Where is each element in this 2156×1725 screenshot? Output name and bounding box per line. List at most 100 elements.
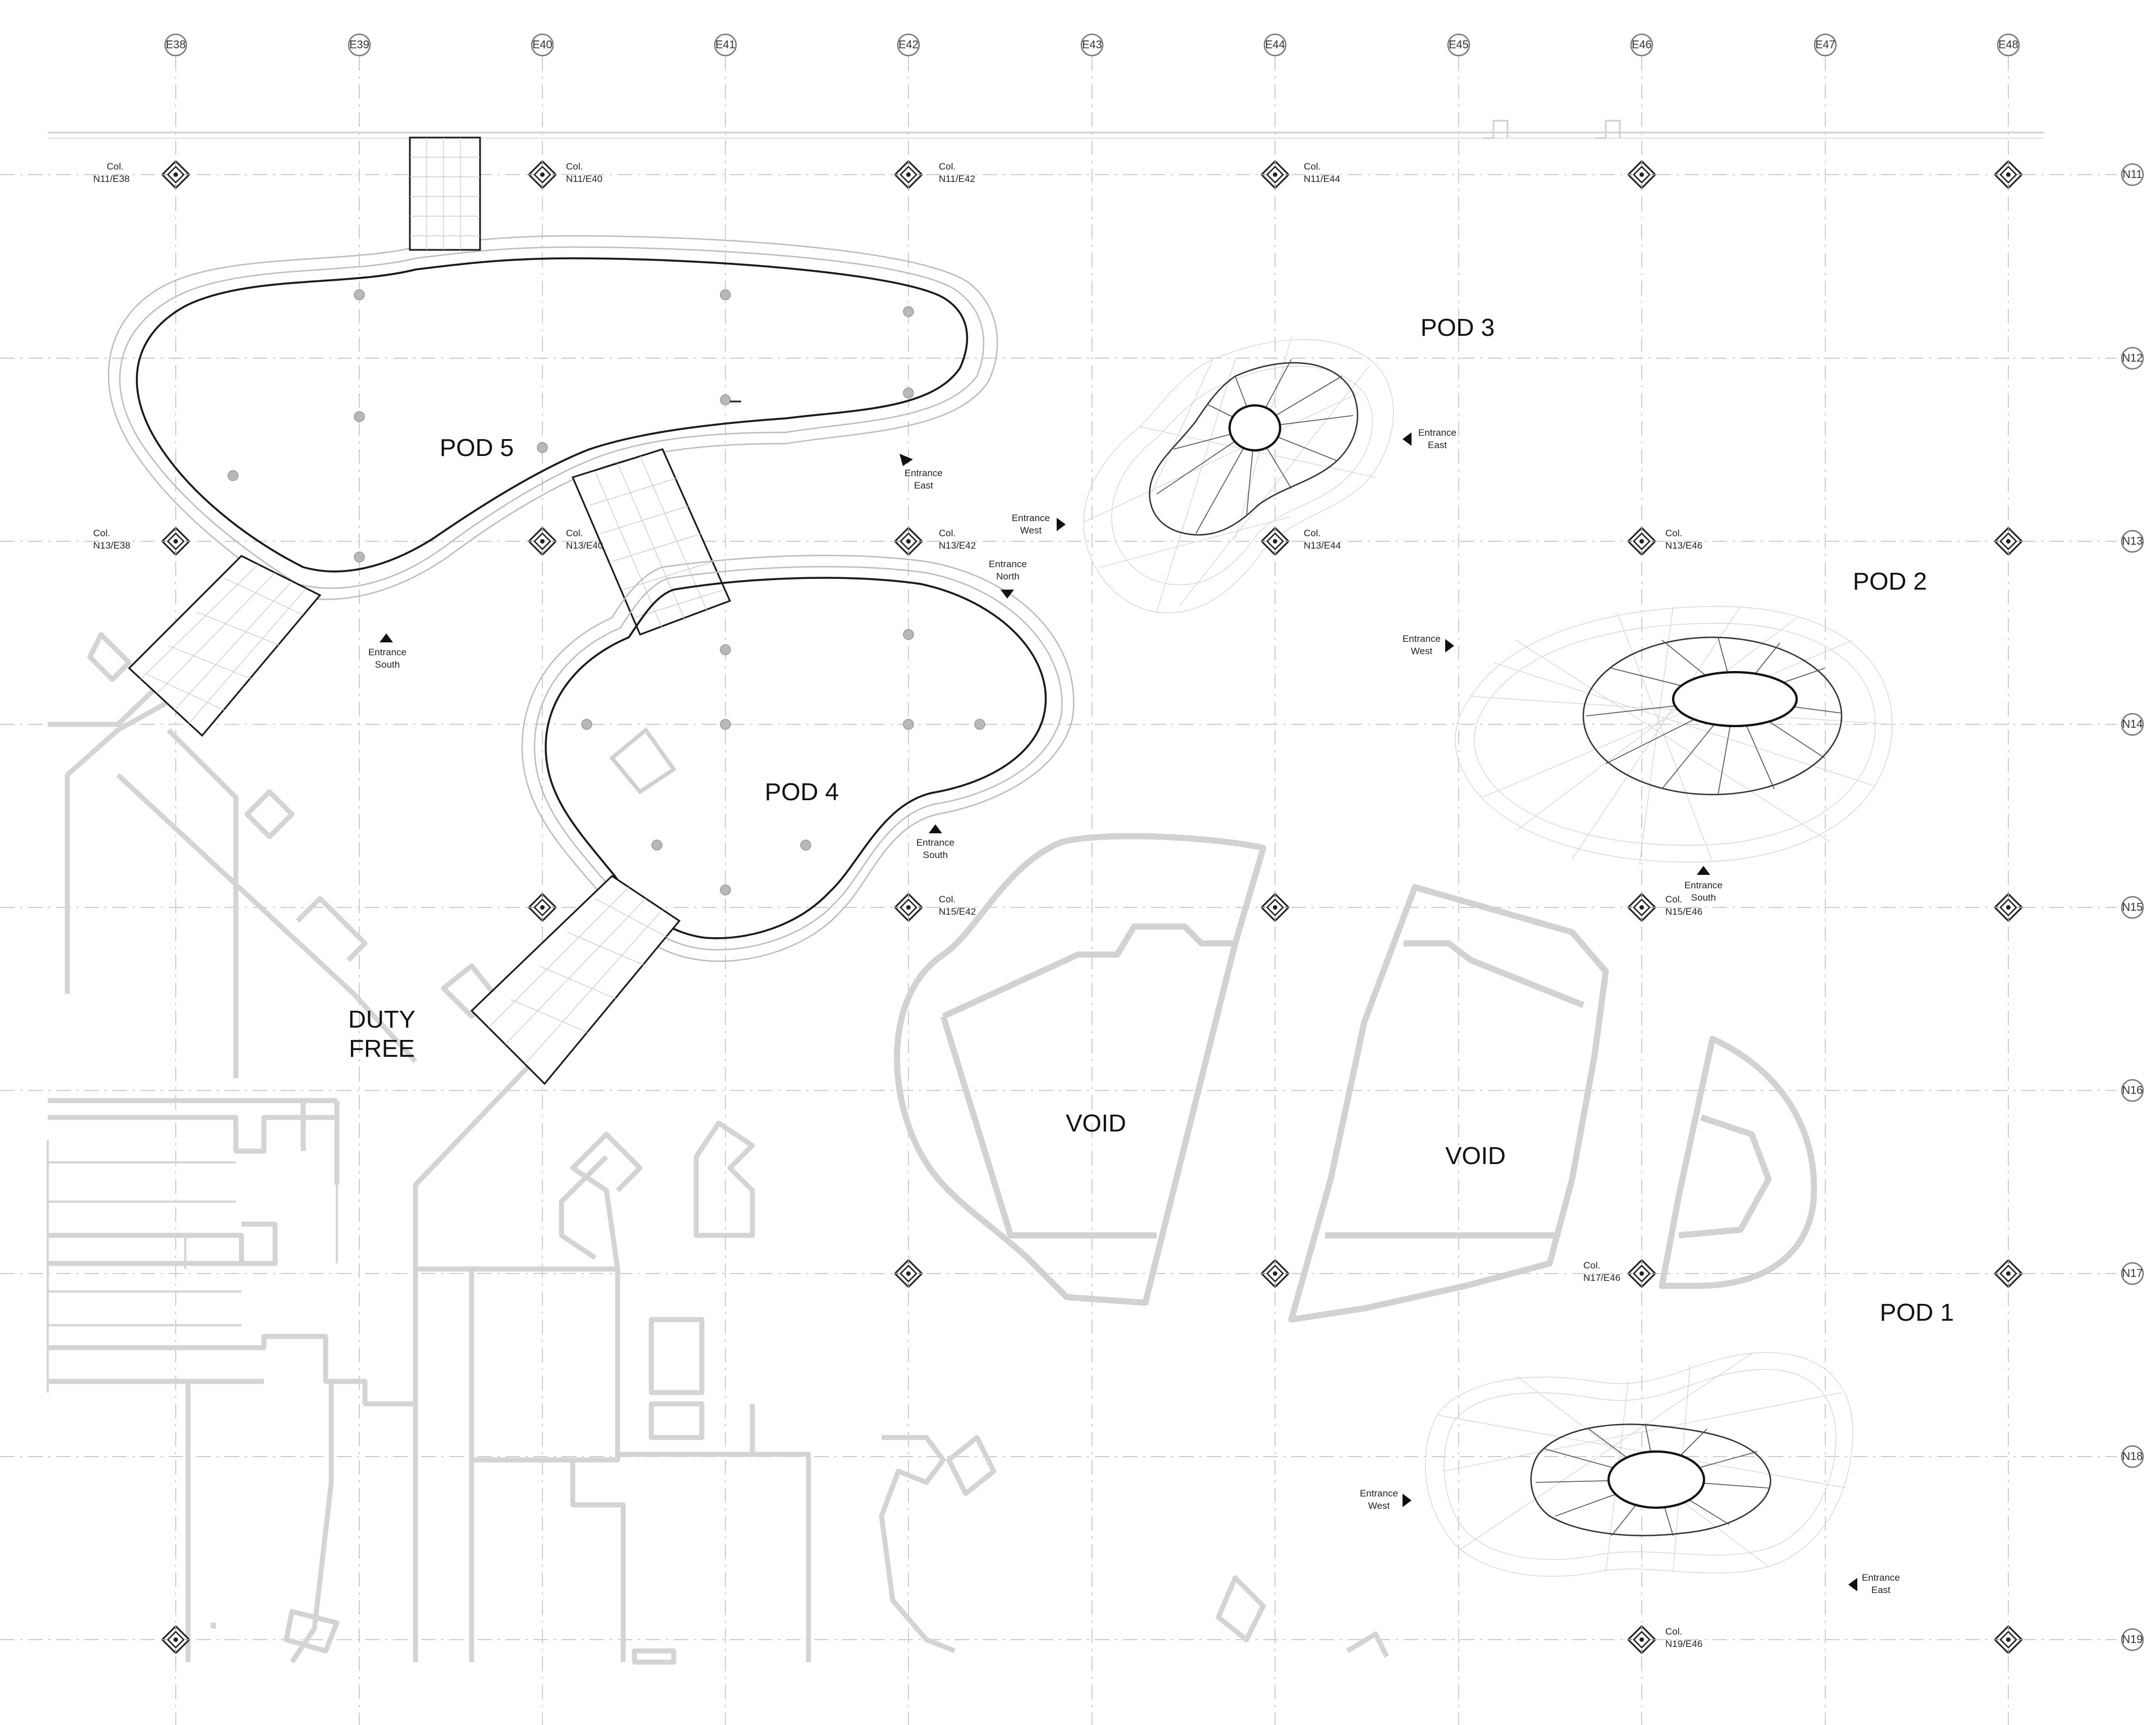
grid-bubble-n19: N19 [2121, 1628, 2144, 1651]
grid-bubble-e41: E41 [714, 33, 737, 57]
svg-text:N19: N19 [2122, 1633, 2143, 1646]
grid-bubble-n14: N14 [2121, 713, 2144, 736]
col-label-n13-e46: Col.N13/E46 [1665, 528, 1702, 551]
grid-bubble-e43: E43 [1080, 33, 1104, 57]
pod-5-north-connector [409, 136, 481, 251]
void-crescent [1659, 1035, 1817, 1289]
svg-text:N16: N16 [2122, 1084, 2143, 1097]
col-label-n11-e44: Col.N11/E44 [1304, 161, 1340, 184]
grid-bubble-e42: E42 [897, 33, 920, 57]
grid-bubble-e39: E39 [348, 33, 371, 57]
svg-text:E48: E48 [1998, 39, 2018, 51]
grid-lines [0, 56, 2117, 1725]
col-label-n11-e40: Col.N11/E40 [566, 161, 602, 184]
grid-bubble-n17: N17 [2121, 1262, 2144, 1285]
grid-bubble-e45: E45 [1447, 33, 1470, 57]
svg-text:E40: E40 [532, 39, 552, 51]
pod-4-southwest-bridge [470, 875, 681, 1085]
grid-bubble-e46: E46 [1630, 33, 1653, 57]
grid-bubble-n12: N12 [2121, 346, 2144, 370]
pod-2-core [1672, 671, 1798, 727]
svg-text:N12: N12 [2122, 352, 2143, 364]
svg-text:E45: E45 [1449, 39, 1469, 51]
svg-text:N13: N13 [2122, 535, 2143, 547]
pod-3 [1083, 336, 1394, 613]
pod-5-columns [227, 289, 914, 563]
col-label-n13-e42: Col.N13/E42 [939, 528, 976, 551]
svg-text:E41: E41 [715, 39, 736, 51]
pod-2 [1455, 606, 1893, 865]
grid-bubble-n18: N18 [2121, 1445, 2144, 1468]
svg-text:N15: N15 [2122, 901, 2143, 914]
void-left [894, 833, 1267, 1306]
pod-5-southwest-bridge [127, 555, 322, 737]
pod-3-lattice-lines [1083, 336, 1376, 613]
col-label-n11-e42: Col.N11/E42 [939, 161, 975, 184]
void-right-label: VOID [1445, 1142, 1506, 1170]
pod-5-label: POD 5 [440, 434, 514, 462]
pod-3-core [1228, 404, 1281, 451]
pod-4-columns [581, 629, 985, 896]
col-label-n13-e38: Col.N13/E38 [93, 528, 130, 551]
grid-bubble-e40: E40 [531, 33, 554, 57]
svg-text:E47: E47 [1815, 39, 1835, 51]
svg-text:E38: E38 [166, 39, 186, 51]
grid-bubble-n11: N11 [2121, 163, 2144, 186]
col-label-n17-e46: Col.N17/E46 [1583, 1260, 1620, 1283]
svg-text:E44: E44 [1265, 39, 1285, 51]
svg-text:N11: N11 [2122, 168, 2142, 181]
pod-2-lattice-lines [1470, 606, 1893, 865]
pod-2-label: POD 2 [1853, 568, 1927, 595]
background-walls [47, 632, 1390, 1665]
svg-text:E43: E43 [1082, 39, 1102, 51]
grid-bubble-n15: N15 [2121, 896, 2144, 919]
col-label-n15-e46: Col.N15/E46 [1665, 894, 1702, 917]
pod-1-label: POD 1 [1880, 1299, 1954, 1326]
facade-strip [48, 120, 2044, 139]
grid-bubble-e47: E47 [1814, 33, 1837, 57]
pod-5-pod-4-bridge [571, 448, 732, 636]
row-grid-bubbles: N11 N12 N13 N14 N15 N16 N17 N18 N19 [2121, 163, 2144, 1651]
svg-text:E46: E46 [1632, 39, 1652, 51]
pod-labels: POD 5 POD 4 POD 3 POD 2 POD 1 [440, 314, 1954, 1326]
grid-bubble-n13: N13 [2121, 530, 2144, 553]
grid-bubble-n16: N16 [2121, 1079, 2144, 1102]
pod-4 [521, 554, 1075, 962]
column-labels: Col.N11/E38 Col.N11/E40 Col.N11/E42 Col.… [93, 161, 1702, 1649]
pod-1 [1424, 1352, 1853, 1577]
col-label-n13-e40: Col.N13/E40 [566, 528, 603, 551]
col-label-n19-e46: Col.N19/E46 [1665, 1626, 1702, 1649]
void-right [1288, 884, 1609, 1323]
pod-4-label: POD 4 [765, 778, 839, 806]
grid-bubble-e44: E44 [1263, 33, 1287, 57]
grid-bubble-e38: E38 [164, 33, 188, 57]
pod-3-label: POD 3 [1420, 314, 1495, 341]
svg-text:E42: E42 [898, 39, 919, 51]
svg-text:N18: N18 [2122, 1450, 2143, 1463]
grid-bubble-e48: E48 [1997, 33, 2020, 57]
misc-structures [879, 1435, 997, 1654]
svg-text:N17: N17 [2122, 1267, 2143, 1280]
svg-text:E39: E39 [349, 39, 369, 51]
